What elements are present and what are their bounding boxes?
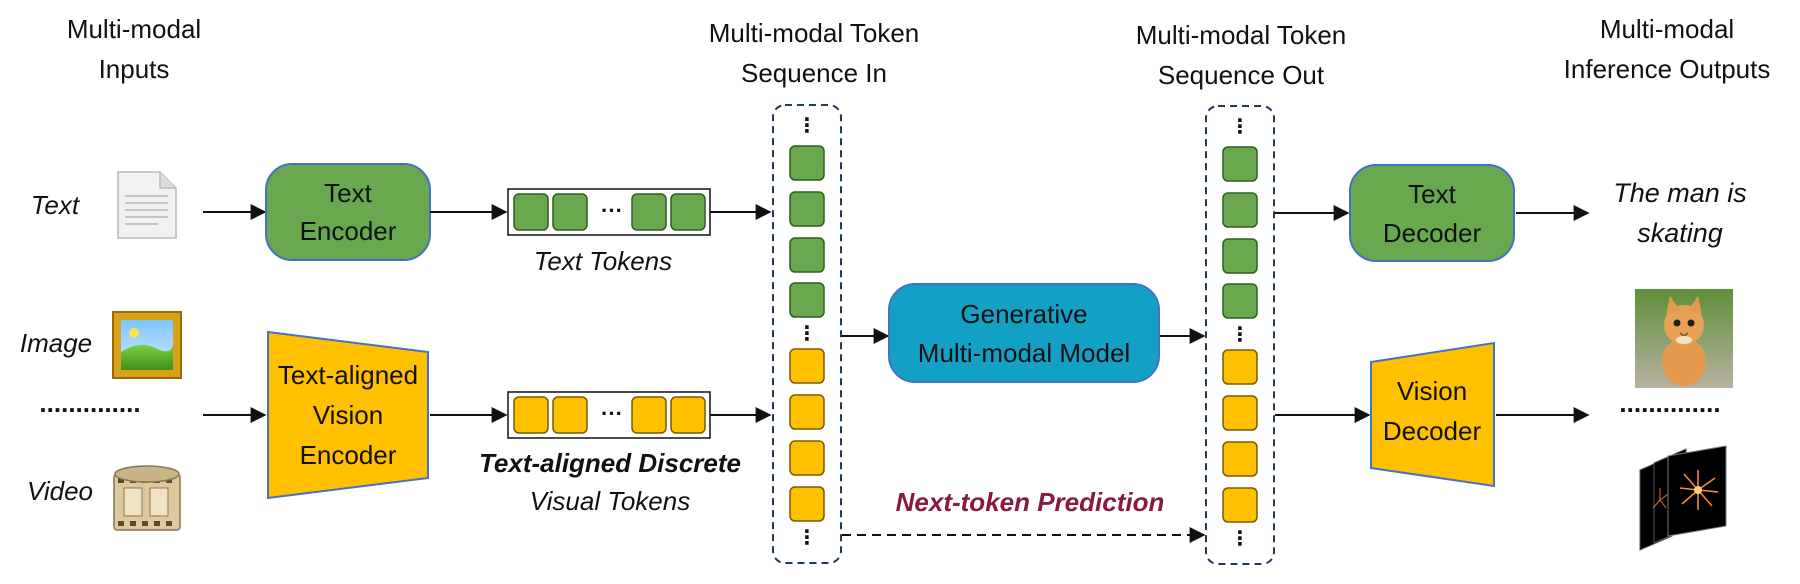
vision-encoder-box: Text-aligned Vision Encoder xyxy=(267,330,429,500)
text-token-gap: ··· xyxy=(601,198,623,223)
input-ellipsis: .............. xyxy=(39,388,140,418)
visual-token xyxy=(631,396,667,434)
text-token-row: ··· xyxy=(507,188,711,236)
kitten-photo-icon xyxy=(1635,289,1733,388)
vision-decoder-label-2: Decoder xyxy=(1383,416,1482,446)
header-seq-out-line1: Multi-modal Token xyxy=(1136,20,1347,50)
output-text-line2: skating xyxy=(1637,218,1723,248)
seq-in-text-token xyxy=(789,237,825,273)
seq-in-visual-token xyxy=(789,440,825,476)
seq-out-visual-token xyxy=(1222,395,1258,431)
framed-landscape-icon xyxy=(112,311,182,379)
input-video-label: Video xyxy=(27,476,93,506)
generative-model-label-1: Generative xyxy=(960,299,1087,329)
output-ellipsis: .............. xyxy=(1619,388,1720,418)
header-inputs-line1: Multi-modal xyxy=(67,14,201,44)
text-encoder-box: Text Encoder xyxy=(265,163,431,261)
seq-out-dots-top: ⋮ xyxy=(1230,116,1250,138)
output-text-line1: The man is xyxy=(1613,178,1747,208)
visual-token-row: ··· xyxy=(507,391,711,439)
generative-model-label-2: Multi-modal Model xyxy=(918,338,1130,368)
seq-in-visual-token xyxy=(789,348,825,384)
seq-in-text-token xyxy=(789,191,825,227)
text-decoder-box: Text Decoder xyxy=(1349,164,1515,262)
seq-in-visual-token xyxy=(789,394,825,430)
text-encoder-label-2: Encoder xyxy=(300,216,397,246)
vision-encoder-label-2: Vision xyxy=(313,400,383,430)
header-inputs-line2: Inputs xyxy=(99,54,170,84)
fireworks-frames-icon xyxy=(1639,445,1727,551)
visual-token xyxy=(552,396,588,434)
text-token xyxy=(670,193,706,231)
visual-token xyxy=(670,396,706,434)
text-encoder-label-1: Text xyxy=(324,178,372,208)
seq-out-text-token xyxy=(1222,192,1258,228)
input-text-label: Text xyxy=(31,190,81,220)
document-icon xyxy=(117,171,177,239)
text-tokens-caption: Text Tokens xyxy=(534,246,672,276)
visual-tokens-caption: Visual Tokens xyxy=(530,486,690,516)
vision-encoder-label-1: Text-aligned xyxy=(278,360,418,390)
visual-token xyxy=(513,396,549,434)
seq-in-dots-top: ⋮ xyxy=(797,115,817,137)
text-decoder-label-1: Text xyxy=(1408,179,1456,209)
seq-out-visual-token xyxy=(1222,487,1258,523)
header-outputs-line2: Inference Outputs xyxy=(1564,54,1771,84)
input-image-label: Image xyxy=(20,328,92,358)
generative-model-box: Generative Multi-modal Model xyxy=(888,283,1160,383)
film-reel-icon xyxy=(113,465,181,531)
header-seq-out-line2: Sequence Out xyxy=(1158,60,1325,90)
seq-in-dots-bottom: ⋮ xyxy=(797,527,817,549)
seq-out-visual-token xyxy=(1222,349,1258,385)
seq-out-dots-bottom: ⋮ xyxy=(1230,528,1250,550)
seq-out-text-token xyxy=(1222,238,1258,274)
seq-in-visual-token xyxy=(789,486,825,522)
header-seq-in-line2: Sequence In xyxy=(741,58,887,88)
seq-out-visual-token xyxy=(1222,441,1258,477)
header-seq-in-line1: Multi-modal Token xyxy=(709,18,920,48)
text-token xyxy=(513,193,549,231)
next-token-prediction-label: Next-token Prediction xyxy=(896,487,1165,517)
visual-token-gap: ··· xyxy=(601,401,623,426)
vision-decoder-box: Vision Decoder xyxy=(1370,341,1495,488)
seq-in-text-token xyxy=(789,282,825,318)
visual-tokens-caption-bold: Text-aligned Discrete xyxy=(479,448,741,478)
seq-in-dots-mid: ⋮ xyxy=(797,323,817,345)
text-token xyxy=(631,193,667,231)
vision-encoder-label-3: Encoder xyxy=(300,440,397,470)
seq-out-text-token xyxy=(1222,146,1258,182)
header-outputs-line1: Multi-modal xyxy=(1600,14,1734,44)
text-token xyxy=(552,193,588,231)
seq-out-dots-mid: ⋮ xyxy=(1230,324,1250,346)
seq-in-text-token xyxy=(789,145,825,181)
vision-decoder-label-1: Vision xyxy=(1397,376,1467,406)
seq-out-text-token xyxy=(1222,283,1258,319)
text-decoder-label-2: Decoder xyxy=(1383,218,1482,248)
sequence-out-column: ⋮ ⋮ ⋮ xyxy=(1205,105,1275,565)
sequence-in-column: ⋮ ⋮ ⋮ xyxy=(772,104,842,564)
